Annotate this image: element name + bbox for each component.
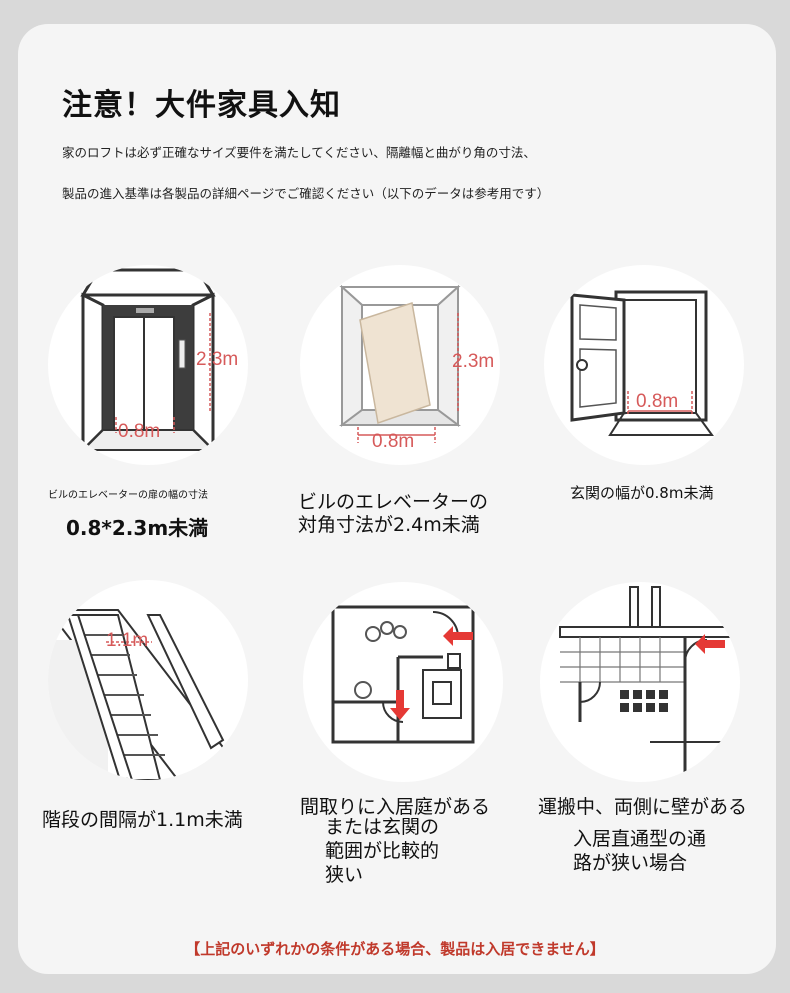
dim-height-label: 2.3m [196,349,238,370]
caption-corridor-3: 路が狭い場合 [573,852,688,874]
dim-gap-label: 1.1m [106,630,148,651]
caption-corridor-2: 入居直通型の通 [573,828,707,850]
caption-entrance-width: 玄関の幅が0.8m未満 [570,484,714,502]
dim-width-label: 0.8m [636,391,678,412]
caption-staircase: 階段の間隔が1.1m未満 [42,809,243,831]
caption-floor-plan-4: 狭い [325,864,364,886]
entrance-door-icon: 0.8m [544,265,744,465]
caption-elevator-door-size: 0.8*2.3m未満 [66,516,209,540]
dim-width-label: 0.8m [372,431,414,452]
page-title: 注意！大件家具入知 [62,88,341,123]
dim-height-label: 2.3m [452,351,494,372]
caption-elevator-diagonal-size: 対角寸法が2.4m未満 [298,514,480,536]
elevator-door-icon: 2.3m 0.8m [48,265,248,465]
note-line-1: 家のロフトは必ず正確なサイズ要件を満たしてください、隔離幅と曲がり角の寸法、 [62,145,536,160]
caption-floor-plan-2: または玄関の [325,816,440,838]
note-line-2: 製品の進入基準は各製品の詳細ページでご確認ください（以下のデータは参考用です） [62,186,550,201]
caption-elevator-diagonal: ビルのエレベーターの [298,491,489,513]
elevator-diagonal-icon: 2.3m 0.8m [300,265,500,465]
staircase-icon: 1.1m [48,580,248,780]
caption-elevator-door: ビルのエレベーターの扉の幅の寸法 [48,490,208,501]
info-card [18,24,776,974]
dim-width-label: 0.8m [118,421,160,442]
caption-floor-plan-3: 範囲が比較的 [325,840,440,862]
floor-plan-icon [303,582,503,782]
caption-floor-plan-1: 間取りに入居庭がある [300,796,491,818]
narrow-corridor-icon [540,582,740,782]
caption-corridor-1: 運搬中、両側に壁がある [538,796,748,818]
footer-warning: 【上記のいずれかの条件がある場合、製品は入居できません】 [185,940,605,958]
